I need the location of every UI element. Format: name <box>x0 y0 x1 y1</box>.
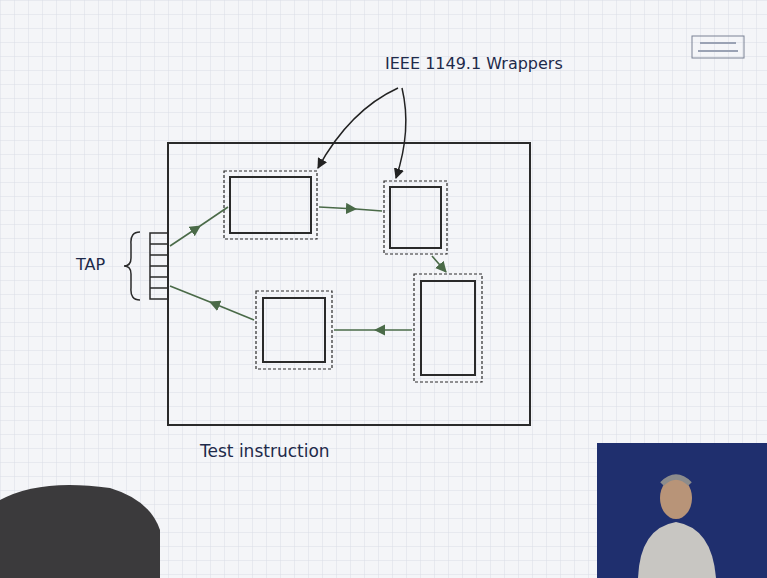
connector-label: TAP <box>76 256 105 274</box>
callout-label: IEEE 1149.1 Wrappers <box>385 55 563 73</box>
board-outline <box>168 143 530 425</box>
scan-chain <box>170 207 446 330</box>
wrapped-chips <box>224 171 482 382</box>
leader-line <box>318 88 406 178</box>
tap-connector <box>150 233 168 299</box>
hand <box>0 485 160 578</box>
caption-note: Test instruction <box>200 442 330 462</box>
video-inset <box>597 443 767 578</box>
brace <box>124 232 140 300</box>
logo <box>692 36 744 58</box>
